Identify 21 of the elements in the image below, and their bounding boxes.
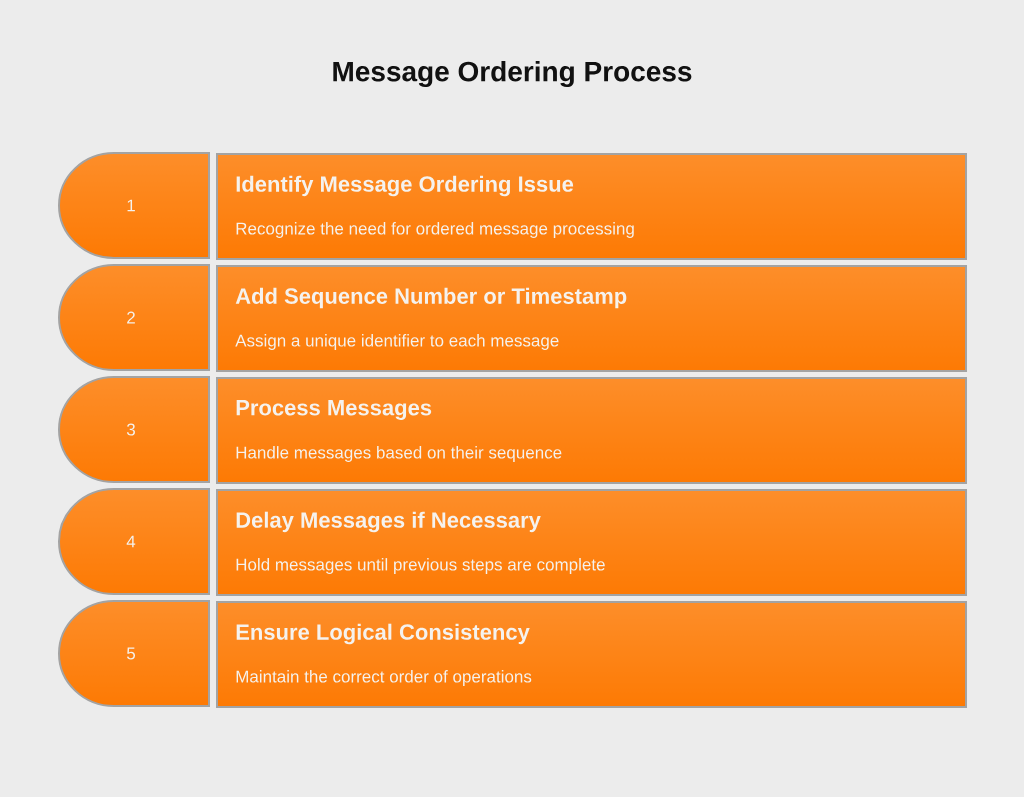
step-description: Hold messages until previous steps are complete [236,558,605,574]
step-box [216,489,967,596]
number-tab: 4 [58,488,210,595]
step-box [216,265,967,372]
step-description: Recognize the need for ordered message processing [236,222,634,238]
step-heading: Delay Messages if Necessary [236,511,541,533]
step-description: Maintain the correct order of operations [236,670,532,686]
step-box [216,153,967,260]
step-heading: Ensure Logical Consistency [236,623,530,645]
title: Message Ordering Process [333,60,692,88]
step-heading: Add Sequence Number or Timestamp [235,287,627,309]
number-tab: 3 [58,376,210,483]
step-description: Assign a unique identifier to each message [235,334,559,350]
number-tab: 2 [58,264,210,371]
number-tab: 1 [58,152,210,259]
step-box [216,377,967,484]
step-heading: Identify Message Ordering Issue [236,175,574,197]
step-description: Handle messages based on their sequence [236,446,562,462]
step-box [216,601,967,708]
step-heading: Process Messages [236,400,432,420]
number-tab: 5 [58,600,210,707]
